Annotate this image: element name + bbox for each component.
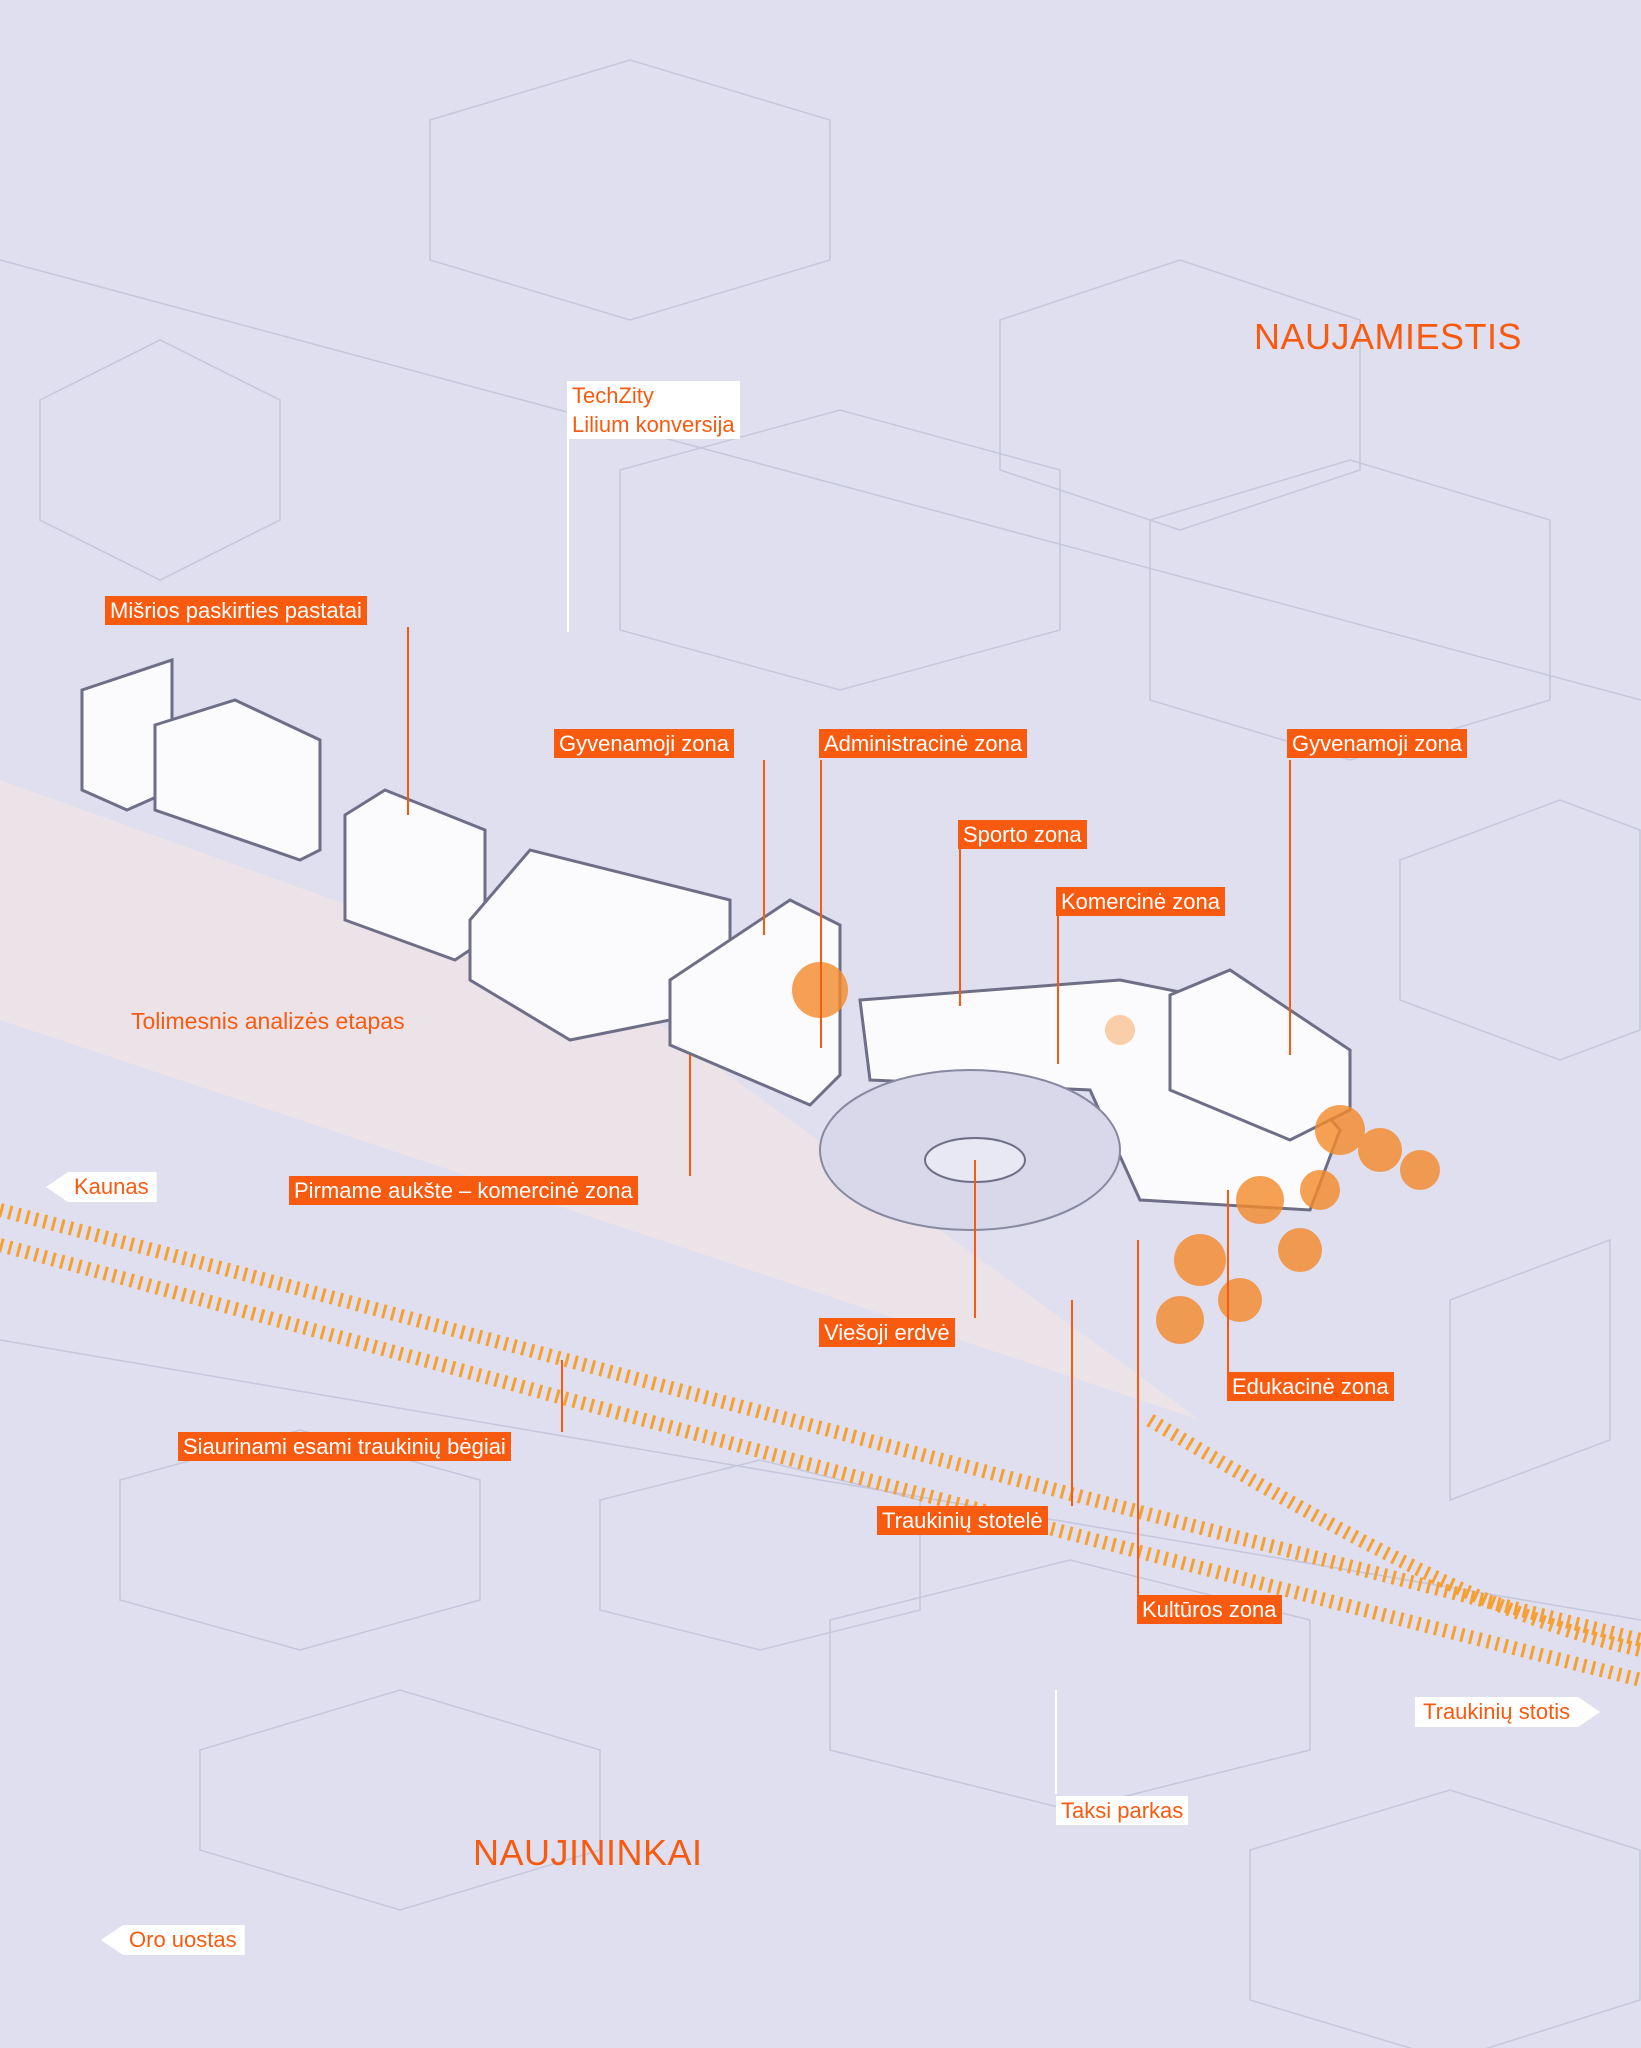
label-sports: Sporto zona bbox=[958, 820, 1087, 849]
label-train-stop: Traukinių stotelė bbox=[877, 1506, 1048, 1535]
label-commercial: Komercinė zona bbox=[1056, 887, 1225, 916]
label-administrative: Administracinė zona bbox=[819, 729, 1028, 758]
label-ground-floor-commercial: Pirmame aukšte – komercinė zona bbox=[289, 1176, 638, 1205]
leader-lines bbox=[407, 627, 1291, 1595]
label-taxi-park: Taksi parkas bbox=[1056, 1796, 1189, 1825]
label-culture: Kultūros zona bbox=[1137, 1595, 1282, 1624]
label-mixed-use: Mišrios paskirties pastatai bbox=[105, 596, 367, 625]
label-residential-left: Gyvenamoji zona bbox=[554, 729, 734, 758]
label-narrowed-tracks: Siaurinami esami traukinių bėgiai bbox=[178, 1432, 511, 1461]
further-analysis-zone bbox=[0, 780, 1200, 1420]
label-residential-right: Gyvenamoji zona bbox=[1287, 729, 1467, 758]
direction-train-station-arrow: Traukinių stotis bbox=[1415, 1697, 1600, 1727]
label-techzity-line2: Lilium konversija bbox=[572, 412, 735, 437]
direction-kaunas-arrow: Kaunas bbox=[46, 1172, 157, 1202]
district-naujininkai: NAUJININKAI bbox=[473, 1832, 703, 1873]
label-techzity: TechZity Lilium konversija bbox=[567, 381, 740, 439]
label-public-space: Viešoji erdvė bbox=[819, 1318, 955, 1347]
label-further-analysis: Tolimesnis analizės etapas bbox=[131, 1008, 405, 1034]
railway-tracks bbox=[0, 1203, 1641, 1687]
direction-airport-arrow: Oro uostas bbox=[101, 1925, 245, 1955]
label-education: Edukacinė zona bbox=[1227, 1372, 1394, 1401]
context-buildings bbox=[0, 59, 1641, 2048]
project-buildings bbox=[80, 657, 1352, 1212]
district-naujamiestis: NAUJAMIESTIS bbox=[1254, 316, 1523, 357]
label-techzity-line1: TechZity bbox=[572, 383, 654, 408]
